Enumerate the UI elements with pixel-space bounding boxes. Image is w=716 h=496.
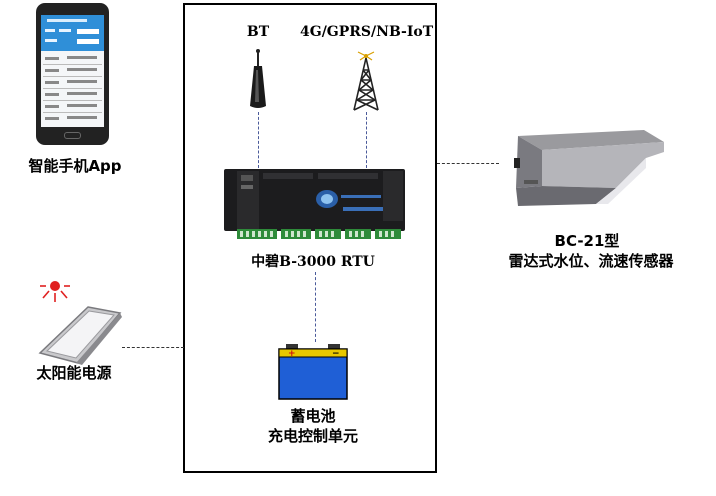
cell-tower-icon — [353, 51, 379, 111]
battery-label-line1: 蓄电池 — [290, 407, 336, 425]
cellular-link-line — [366, 112, 367, 168]
sensor-desc-label: 雷达式水位、流速传感器 — [508, 252, 674, 270]
svg-text:+: + — [288, 349, 296, 359]
rtu-device-icon — [224, 169, 405, 239]
battery-link-line — [315, 272, 316, 342]
bt-label: BT — [246, 24, 270, 40]
rtu-enclosure — [183, 3, 437, 473]
solar-link-line — [122, 347, 184, 348]
battery-label-line2: 充电控制单元 — [267, 427, 358, 445]
bt-link-line — [258, 112, 259, 168]
solar-label: 太阳能电源 — [36, 364, 112, 382]
cellular-label: 4G/GPRS/NB-IoT — [300, 24, 434, 40]
smartphone-icon — [36, 3, 109, 145]
battery-icon: + − — [278, 344, 348, 400]
phone-home-button — [64, 132, 81, 139]
bluetooth-antenna-icon — [250, 49, 266, 108]
rtu-label: 中碧B-3000 RTU — [251, 254, 375, 270]
sensor-model-label: BC-21型 — [554, 232, 620, 250]
sun-icon — [40, 281, 70, 302]
phone-screen — [41, 15, 104, 127]
radar-sensor-icon — [514, 130, 664, 206]
sensor-link-line — [437, 163, 499, 164]
phone-app-label: 智能手机App — [28, 157, 122, 175]
svg-text:−: − — [332, 349, 340, 359]
solar-panel-icon — [38, 306, 122, 365]
phone-app-header — [41, 15, 104, 51]
